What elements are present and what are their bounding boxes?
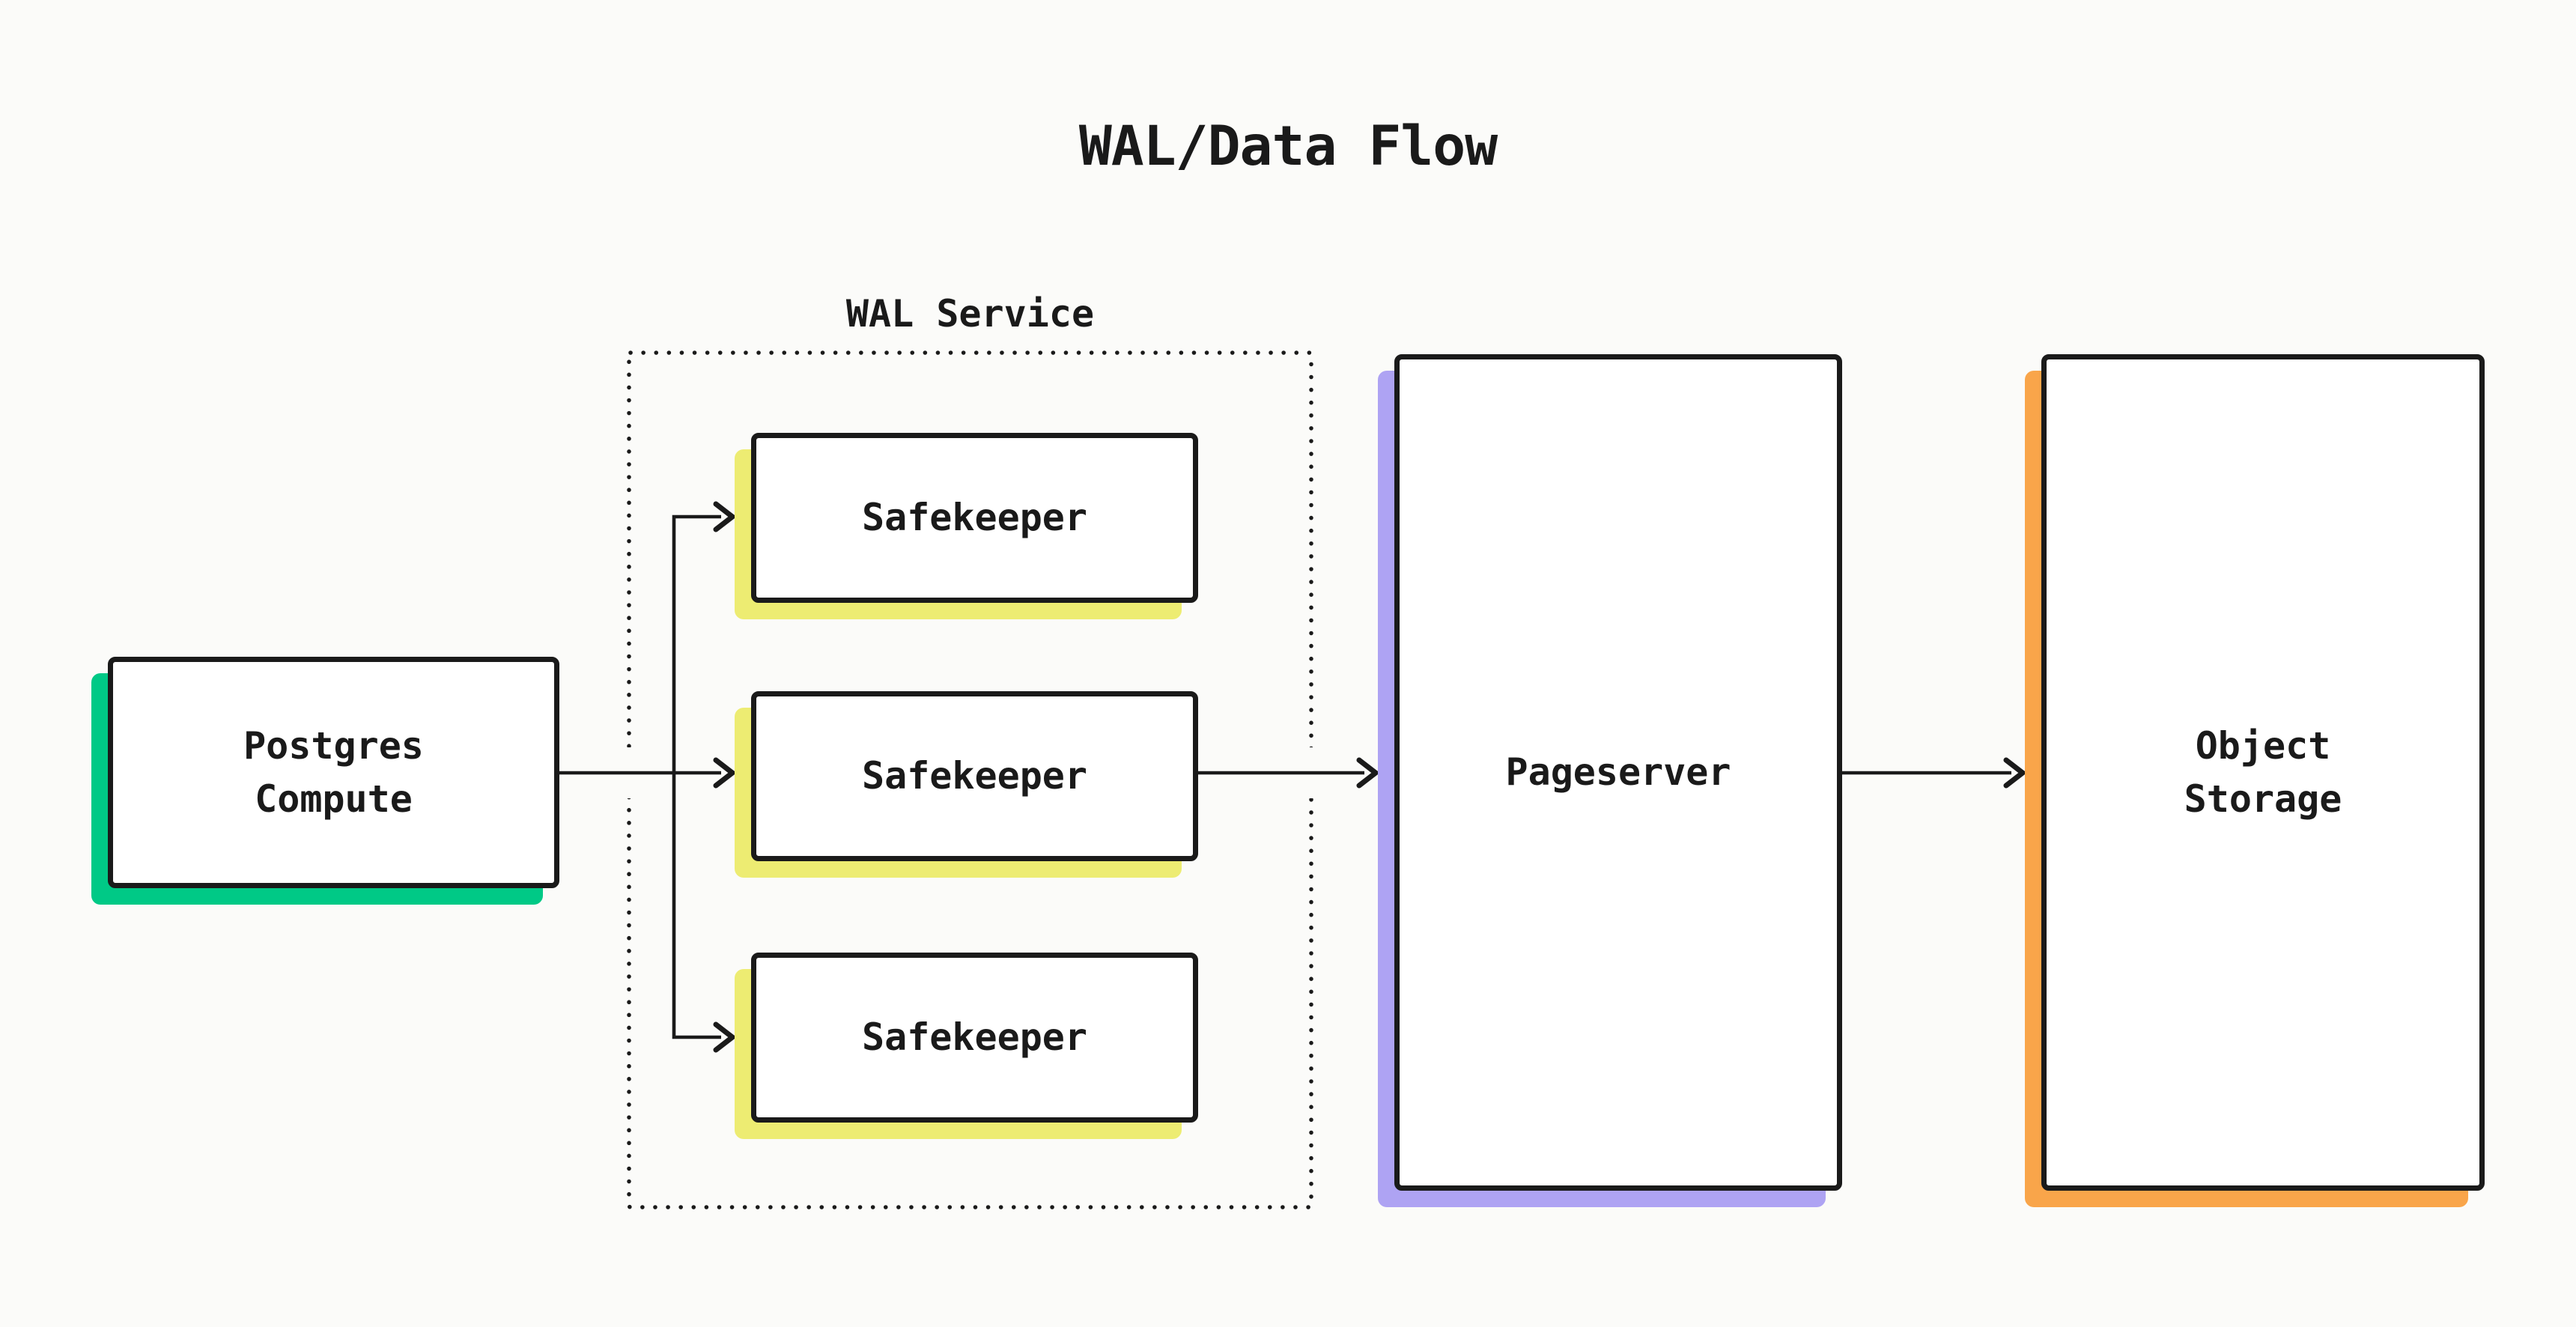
node-safekeeper-3: Safekeeper — [735, 953, 1198, 1139]
node-object-storage: Object Storage — [2025, 354, 2485, 1207]
arrowhead-safekeeper2 — [713, 757, 737, 789]
safekeeper2-box: Safekeeper — [751, 691, 1198, 861]
arrowhead-safekeeper1 — [713, 501, 737, 532]
safekeeper3-box: Safekeeper — [751, 953, 1198, 1123]
node-pageserver: Pageserver — [1378, 354, 1842, 1207]
safekeeper3-label: Safekeeper — [861, 1015, 1088, 1059]
safekeeper1-label: Safekeeper — [861, 496, 1088, 539]
node-safekeeper-1: Safekeeper — [735, 433, 1198, 619]
arrowhead-object-storage — [2003, 757, 2027, 789]
postgres-label: Postgres Compute — [243, 723, 424, 821]
object-storage-label: Object Storage — [2184, 723, 2342, 821]
safekeeper2-label: Safekeeper — [861, 754, 1088, 798]
node-safekeeper-2: Safekeeper — [735, 691, 1198, 878]
arrowhead-pageserver — [1356, 757, 1380, 789]
diagram-title: WAL/Data Flow — [1078, 115, 1498, 178]
pageserver-label: Pageserver — [1505, 750, 1731, 794]
node-postgres-compute: Postgres Compute — [91, 657, 559, 905]
arrowhead-safekeeper3 — [713, 1021, 737, 1053]
branch-line-safekeepers — [672, 514, 721, 1039]
safekeeper1-box: Safekeeper — [751, 433, 1198, 603]
postgres-box: Postgres Compute — [108, 657, 559, 888]
object-storage-box: Object Storage — [2041, 354, 2485, 1191]
wal-service-group-label: WAL Service — [845, 292, 1095, 335]
pageserver-box: Pageserver — [1394, 354, 1842, 1191]
